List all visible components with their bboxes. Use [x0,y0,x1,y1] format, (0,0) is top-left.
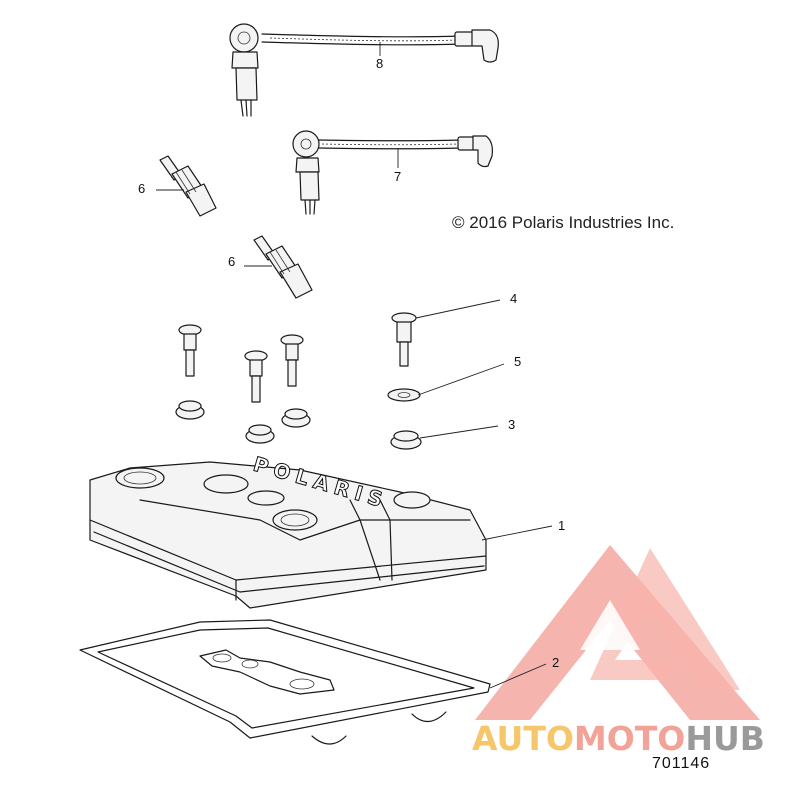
callout-5: 5 [514,354,521,369]
callout-6-lower: 6 [228,254,235,269]
leader-line-1 [481,525,553,541]
callout-7: 7 [394,169,401,184]
valve-cover: POLARIS [89,451,487,609]
watermark-triangle [475,545,760,720]
bolt-2 [244,350,268,403]
spark-plug-lower [253,235,313,299]
callout-2: 2 [552,655,559,670]
watermark-brand-auto: AUTO [472,719,574,758]
document-number: 701146 [652,755,710,772]
grommet-1 [175,400,205,420]
valve-cover-gasket [79,619,491,745]
copyright-notice: © 2016 Polaris Industries Inc. [452,213,674,232]
ignition-wire-middle [292,130,493,215]
grommet-2 [245,424,275,444]
watermark-inner-shape [590,548,740,690]
watermark-brand-text: AUTOMOTOHUB [472,719,765,758]
callout-3: 3 [508,417,515,432]
bolt-4 [391,312,417,367]
bolt-3 [280,334,304,387]
callout-4: 4 [510,291,517,306]
watermark-brand-moto: MOTO [574,719,685,758]
callout-6-upper: 6 [138,181,145,196]
watermark-inner-cut [580,600,640,650]
leader-line-2 [489,663,547,689]
callout-8: 8 [376,56,383,71]
watermark-brand-hub: HUB [685,719,765,758]
leader-line-4 [415,299,501,319]
bolt-1 [178,324,202,377]
grommet-4 [390,430,422,450]
grommet-3 [281,408,311,428]
washer [387,388,421,402]
spark-plug-upper [159,155,217,217]
callout-1: 1 [558,518,565,533]
watermark-logo [475,545,760,720]
leader-line-3 [419,425,499,439]
leader-line-5 [417,363,505,396]
ignition-wire-top [229,23,499,117]
